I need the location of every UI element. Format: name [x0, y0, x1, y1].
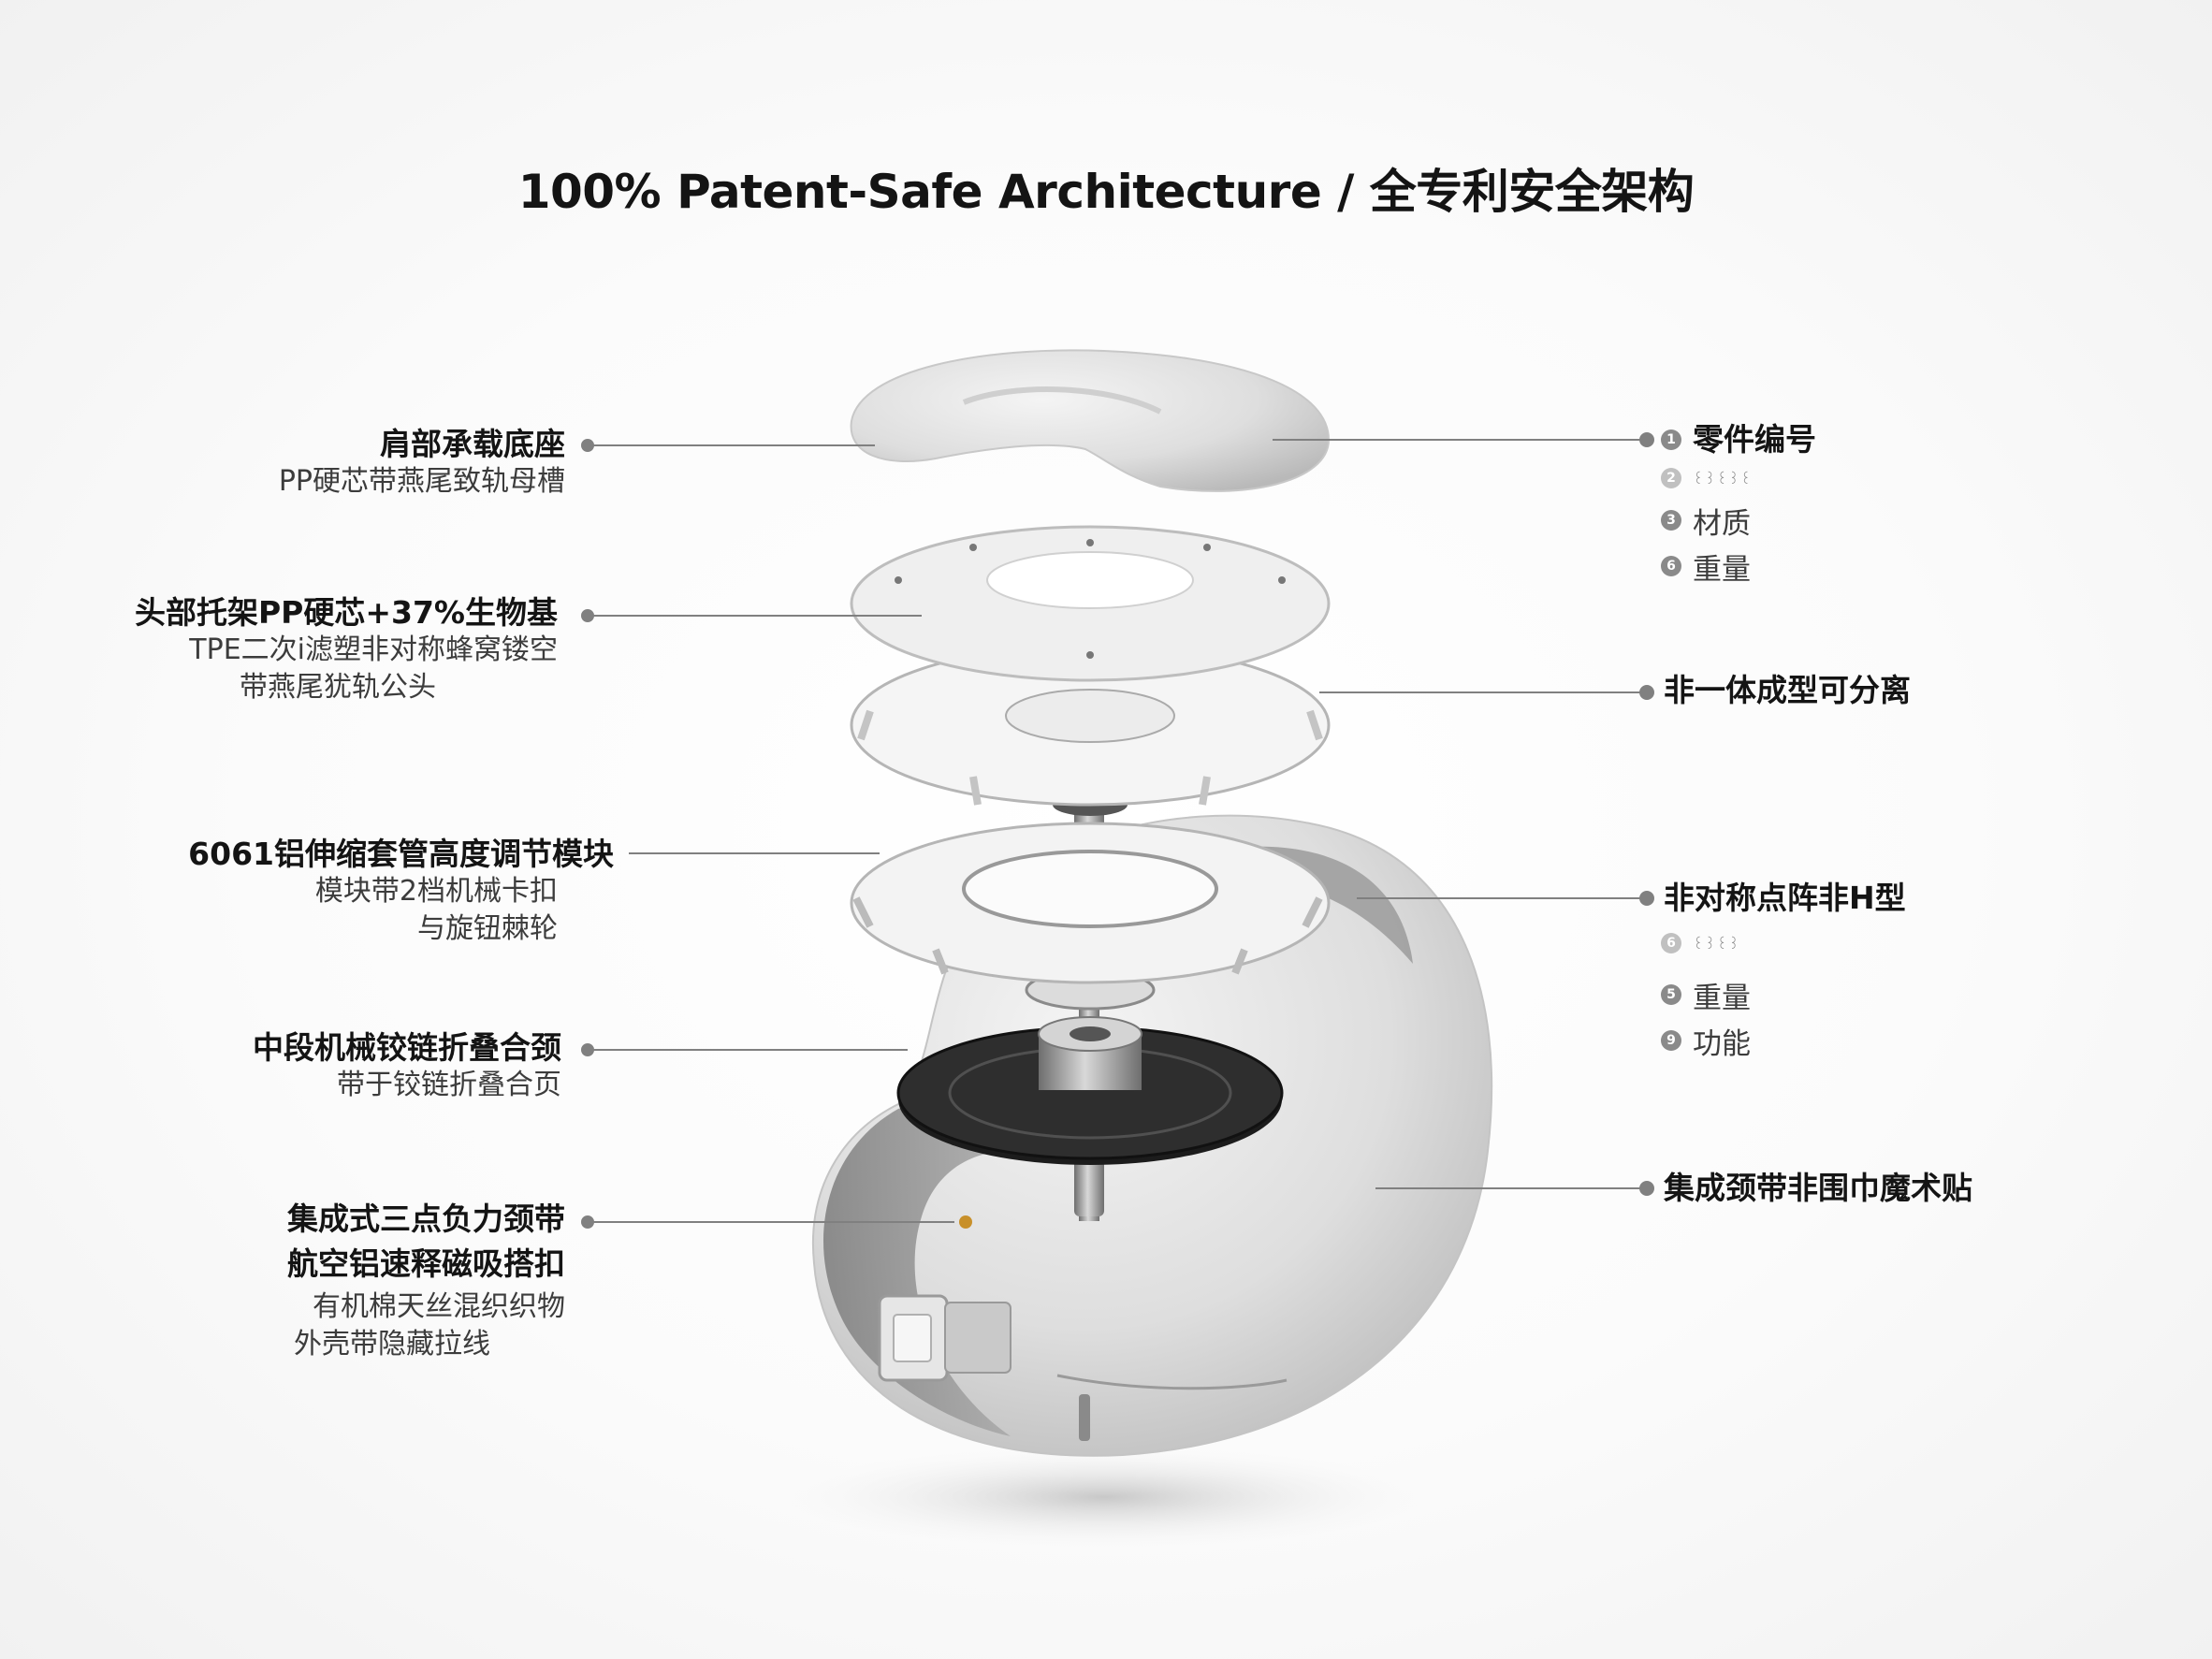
legend-number: 2 [1661, 468, 1681, 488]
callout-heading: 头部托架PP硬芯+37%生物基 [134, 594, 558, 631]
legend-number: 5 [1661, 984, 1681, 1005]
orange-dot [959, 1215, 972, 1229]
legend-text: ꒰꒱꒰꒱ [1693, 936, 1740, 953]
callout-line: 带于铰链折叠合页 [337, 1069, 561, 1101]
callout-heading: 肩部承载底座 [380, 426, 565, 462]
legend-number: 6 [1661, 556, 1681, 576]
head-rest-foam-top [850, 349, 1331, 492]
callout-aluminum-module: 6061铝伸缩套管高度调节模块 模块带2档机械卡扣 与旋钮棘轮 [188, 836, 614, 948]
magnetic-buckle [878, 1294, 1011, 1382]
callout-heading: 中段机械铰链折叠合颈 [253, 1029, 561, 1066]
legend-row: 2 ꒰꒱꒰꒱꒰ [1661, 460, 1816, 496]
callout-line: 有机棉天丝混织织物 [313, 1290, 565, 1323]
callout-heading-2: 航空铝速释磁吸搭扣 [287, 1245, 565, 1282]
callout-neck-strap: 集成式三点负力颈带 航空铝速释磁吸搭扣 有机棉天丝混织织物 外壳带隐藏拉线 [287, 1201, 565, 1363]
legend-row: 9 功能 [1661, 1018, 1906, 1063]
legend-text: 材质 [1693, 506, 1751, 541]
callout-asymmetric: 非对称点阵非H型 [1664, 880, 1906, 916]
legend-row: 5 重量 [1661, 971, 1906, 1018]
callout-line: PP硬芯带燕尾致轨母槽 [278, 465, 565, 498]
zipper-pull [1079, 1394, 1090, 1441]
legend-text: 功能 [1693, 1026, 1751, 1061]
legend-text: ꒰꒱꒰꒱꒰ [1693, 471, 1753, 488]
legend-number: 1 [1661, 429, 1681, 450]
legend-block-2: 非对称点阵非H型 6 ꒰꒱꒰꒱ 5 重量 9 功能 [1661, 880, 1906, 1063]
dark-hinge-disc [896, 1016, 1284, 1165]
page-title: 100% Patent-Safe Architecture / 全专利安全架构 [517, 165, 1695, 219]
callout-heading: 集成式三点负力颈带 [287, 1201, 565, 1237]
callout-line: 模块带2档机械卡扣 [314, 875, 558, 908]
callout-line: 带燕尾犹轨公头 [240, 671, 436, 704]
upper-slotted-ring [850, 644, 1331, 807]
legend-text: 零件编号 [1693, 421, 1816, 458]
callout-heading: 6061铝伸缩套管高度调节模块 [188, 836, 614, 872]
flat-mounting-plate [850, 525, 1331, 682]
legend-number: 6 [1661, 933, 1681, 953]
leader-lines [581, 432, 1654, 1229]
legend-text: 重量 [1693, 552, 1751, 587]
legend-number: 9 [1661, 1030, 1681, 1051]
legend-number: 3 [1661, 510, 1681, 531]
legend-text: 重量 [1693, 981, 1751, 1015]
legend-row: 6 ꒰꒱꒰꒱ [1661, 924, 1906, 962]
callout-integrated-strap: 集成颈带非围巾魔术贴 [1664, 1170, 1972, 1206]
legend-block-1: 1 零件编号 2 ꒰꒱꒰꒱꒰ 3 材质 6 重量 [1661, 419, 1816, 588]
lower-ratchet-ring [850, 822, 1331, 984]
callout-shoulder-base: 肩部承载底座 PP硬芯带燕尾致轨母槽 [279, 426, 565, 501]
legend-row: 3 材质 [1661, 496, 1816, 545]
callout-head-bracket: 头部托架PP硬芯+37%生物基 TPE二次i滤塑非对称蜂窝镂空 带燕尾犹轨公头 [135, 594, 558, 706]
legend-row: 6 重量 [1661, 545, 1816, 588]
legend-row: 1 零件编号 [1661, 419, 1816, 460]
callout-line: 外壳带隐藏拉线 [294, 1328, 490, 1361]
callout-hinge: 中段机械铰链折叠合颈 带于铰链折叠合页 [253, 1029, 561, 1104]
callout-line: 与旋钮棘轮 [417, 912, 558, 945]
callout-line: TPE二次i滤塑非对称蜂窝镂空 [189, 633, 558, 666]
floor-shadow [749, 1441, 1460, 1553]
callout-separable: 非一体成型可分离 [1664, 672, 1911, 708]
